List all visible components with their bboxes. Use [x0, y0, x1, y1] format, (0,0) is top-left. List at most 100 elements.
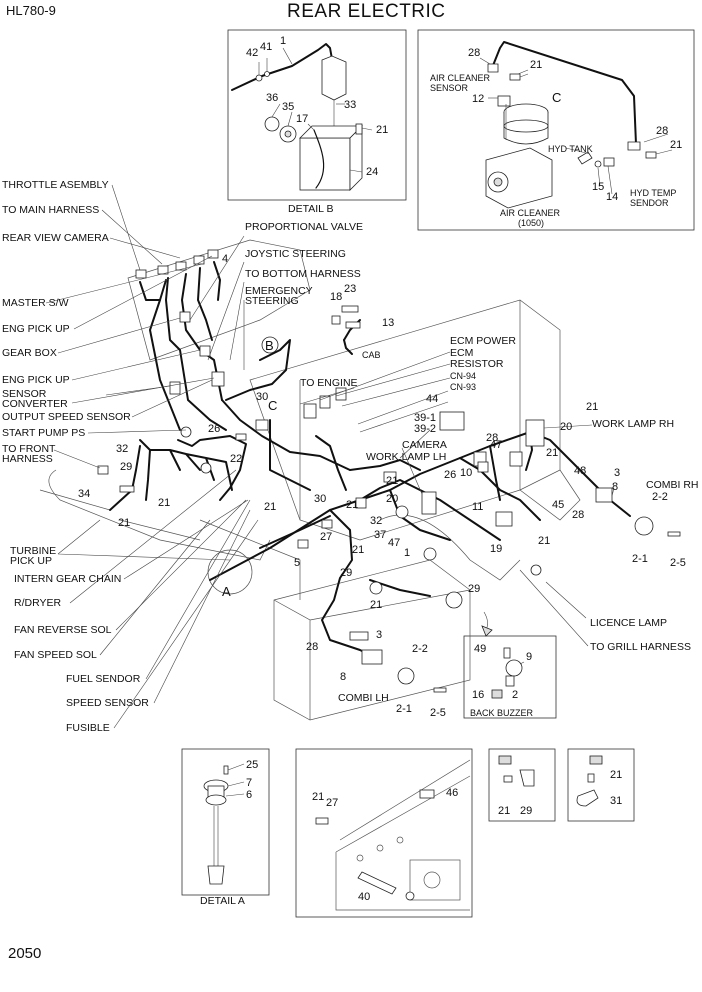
detail-b-label: DETAIL B — [288, 203, 334, 215]
callout: 31 — [610, 795, 622, 807]
label-to-main-harness: TO MAIN HARNESS — [2, 204, 99, 216]
callout: 46 — [446, 787, 458, 799]
callout: 28 — [468, 47, 480, 59]
callout: 21 — [158, 497, 170, 509]
callout: 20 — [560, 421, 572, 433]
detail-a-frame — [181, 748, 270, 896]
label-start-pump-ps: START PUMP PS — [2, 427, 85, 439]
label-converter: CONVERTER — [2, 398, 68, 410]
callout: 21 — [386, 475, 398, 487]
callout: 9 — [526, 651, 532, 663]
callout: 7 — [246, 777, 252, 789]
callout: 36 — [266, 92, 278, 104]
callout: 29 — [468, 583, 480, 595]
callout: 12 — [472, 93, 484, 105]
callout: 34 — [78, 488, 90, 500]
label-throttle-assembly: THROTTLE ASEMBLY — [2, 179, 109, 191]
callout: 23 — [344, 283, 356, 295]
callout: 21 — [610, 769, 622, 781]
label-proportional-valve: PROPORTIONAL VALVE — [245, 221, 363, 233]
connector-detail-frame-2 — [567, 748, 635, 822]
callout: 27 — [320, 531, 332, 543]
callout: 17 — [296, 113, 308, 125]
callout: 39-2 — [414, 423, 436, 435]
callout: 21 — [670, 139, 682, 151]
callout: 21 — [498, 805, 510, 817]
callout: 21 — [538, 535, 550, 547]
mount-detail-drawing — [315, 759, 471, 911]
label-steering: STEERING — [245, 295, 299, 307]
callout: 4 — [222, 253, 228, 265]
detail-a-label: DETAIL A — [200, 895, 245, 907]
callout: 20 — [386, 493, 398, 505]
callout: 30 — [256, 391, 268, 403]
label-sensor: SENSOR — [2, 388, 47, 400]
hyd-tank-label: HYD TANK — [548, 144, 593, 154]
label-work-lamp-rh: WORK LAMP RH — [592, 418, 674, 430]
callout: 28 — [656, 125, 668, 137]
label-eng-pick-up-2: ENG PICK UP — [2, 374, 70, 386]
letter-b: B — [265, 338, 274, 353]
label-to-grill-harness: TO GRILL HARNESS — [590, 641, 691, 653]
callout: 19 — [490, 543, 502, 555]
callout: 11 — [472, 501, 483, 513]
label-camera: CAMERA — [402, 439, 447, 451]
callout: 24 — [366, 166, 378, 178]
label-fan-reverse-sol: FAN REVERSE SOL — [14, 624, 112, 636]
label-to-front: TO FRONT — [2, 443, 56, 455]
callout: 2 — [512, 689, 518, 701]
connector-detail-frame-1 — [488, 748, 556, 822]
callout: 1 — [404, 547, 410, 559]
callout: 2-1 — [632, 553, 648, 565]
label-licence-lamp: LICENCE LAMP — [590, 617, 667, 629]
callout: 3 — [614, 467, 620, 479]
label-harness: HARNESS — [2, 453, 53, 465]
detail-letters: B A C C — [222, 90, 561, 599]
callout: 21 — [346, 499, 358, 511]
callout: 41 — [260, 41, 272, 53]
letter-c: C — [268, 398, 277, 413]
letter-a: A — [222, 584, 231, 599]
callout: 29 — [120, 461, 132, 473]
label-cab: CAB — [362, 350, 381, 360]
callout: 21 — [264, 501, 276, 513]
callout: 2-5 — [430, 707, 446, 719]
callout: 33 — [344, 99, 356, 111]
label-r-dryer: R/DRYER — [14, 597, 61, 609]
label-fusible: FUSIBLE — [66, 722, 110, 734]
callout: 37 — [374, 529, 386, 541]
left-labels: THROTTLE ASEMBLY TO MAIN HARNESS REAR VI… — [2, 179, 149, 734]
callout: 2-2 — [652, 491, 668, 503]
callout: 42 — [246, 47, 258, 59]
label-fan-speed-sol: FAN SPEED SOL — [14, 649, 97, 661]
back-buzzer-label: BACK BUZZER — [470, 708, 534, 718]
page-number: 2050 — [8, 945, 41, 962]
callout: 47 — [490, 439, 502, 451]
callout: 15 — [592, 181, 604, 193]
label-cn-94: CN-94 — [450, 371, 476, 381]
label-cn-93: CN-93 — [450, 382, 476, 392]
hyd-temp-label-2: SENDOR — [630, 198, 669, 208]
callout: 35 — [282, 101, 294, 113]
label-resistor: RESISTOR — [450, 358, 504, 370]
label-combi-lh: COMBI LH — [338, 692, 389, 704]
label-gear-box: GEAR BOX — [2, 347, 57, 359]
label-ecm-power: ECM POWER — [450, 335, 516, 347]
callout: 21 — [370, 599, 382, 611]
callout: 30 — [314, 493, 326, 505]
callout: 2-1 — [396, 703, 412, 715]
mount-detail-frame — [295, 748, 473, 918]
callout: 39-1 — [414, 412, 436, 424]
callout: 28 — [486, 432, 498, 444]
air-cleaner-frame — [417, 29, 695, 231]
callout: 48 — [574, 465, 586, 477]
model-label: HL780-9 — [6, 3, 56, 18]
callout: 14 — [606, 191, 618, 203]
label-pick-up: PICK UP — [10, 555, 52, 567]
main-harness — [109, 261, 631, 661]
callout: 3 — [376, 629, 382, 641]
callout: 25 — [246, 759, 258, 771]
callout: 27 — [326, 797, 338, 809]
label-turbine: TURBINE — [10, 545, 56, 557]
